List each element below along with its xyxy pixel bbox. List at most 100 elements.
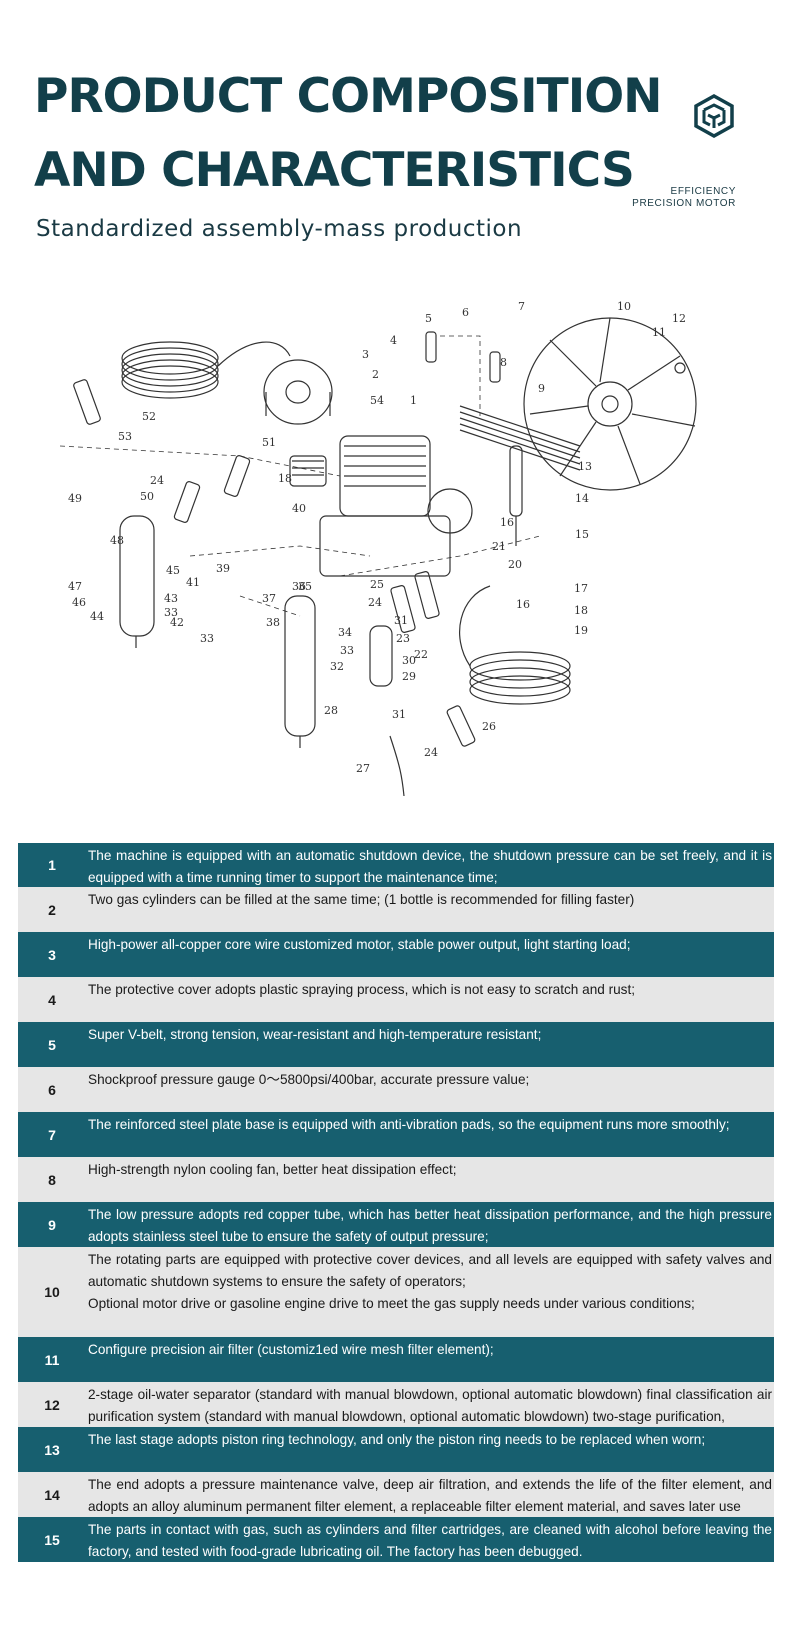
feature-number: 3 xyxy=(48,946,56,963)
svg-text:19: 19 xyxy=(574,624,588,637)
svg-text:33: 33 xyxy=(340,644,354,657)
feature-text: Shockproof pressure gauge 0～5800psi/400b… xyxy=(88,1072,530,1087)
svg-text:8: 8 xyxy=(500,356,507,369)
svg-text:16: 16 xyxy=(500,516,514,529)
feature-number: 7 xyxy=(48,1126,56,1143)
feature-text: High-strength nylon cooling fan, better … xyxy=(88,1162,457,1177)
feature-number: 2 xyxy=(48,901,56,918)
svg-text:54: 54 xyxy=(370,394,384,407)
svg-text:33: 33 xyxy=(200,632,214,645)
feature-text: Super V-belt, strong tension, wear-resis… xyxy=(88,1027,542,1042)
svg-text:18: 18 xyxy=(574,604,588,617)
svg-text:51: 51 xyxy=(262,436,276,449)
feature-row: 7 The reinforced steel plate base is equ… xyxy=(18,1112,774,1157)
feature-text: The last stage adopts piston ring techno… xyxy=(88,1432,706,1447)
page-title: PRODUCT COMPOSITION AND CHARACTERISTICS xyxy=(34,60,662,208)
svg-text:23: 23 xyxy=(396,632,410,645)
svg-text:49: 49 xyxy=(68,492,82,505)
feature-row: 13 The last stage adopts piston ring tec… xyxy=(18,1427,774,1472)
svg-text:12: 12 xyxy=(672,312,686,325)
svg-text:18: 18 xyxy=(278,472,292,485)
svg-text:31: 31 xyxy=(394,614,408,627)
svg-text:6: 6 xyxy=(462,306,469,319)
svg-text:26: 26 xyxy=(482,720,496,733)
valve-brackets xyxy=(73,331,501,797)
feature-number: 13 xyxy=(44,1441,60,1458)
feature-row: 4 The protective cover adopts plastic sp… xyxy=(18,977,774,1022)
brand-line-2: PRECISION MOTOR xyxy=(632,198,736,209)
feature-number: 1 xyxy=(48,857,56,873)
feature-row: 11 Configure precision air filter (custo… xyxy=(18,1337,774,1382)
feature-text: The protective cover adopts plastic spra… xyxy=(88,982,636,997)
svg-text:37: 37 xyxy=(262,592,276,605)
svg-text:27: 27 xyxy=(356,762,370,775)
brand-line-1: EFFICIENCY xyxy=(670,186,736,197)
svg-text:15: 15 xyxy=(575,528,589,541)
svg-text:2: 2 xyxy=(372,368,379,381)
svg-text:13: 13 xyxy=(578,460,592,473)
svg-text:38: 38 xyxy=(266,616,280,629)
svg-text:16: 16 xyxy=(516,598,530,611)
feature-text: Configure precision air filter (customiz… xyxy=(88,1342,494,1357)
feature-row: 3 High-power all-copper core wire custom… xyxy=(18,932,774,977)
feature-row: 5 Super V-belt, strong tension, wear-res… xyxy=(18,1022,774,1067)
svg-text:34: 34 xyxy=(338,626,352,639)
assembly-guide-lines xyxy=(59,335,541,617)
cooler-tubes xyxy=(459,405,581,546)
svg-text:40: 40 xyxy=(292,502,306,515)
pump-block xyxy=(289,435,473,577)
feature-text: The end adopts a pressure maintenance va… xyxy=(88,1477,772,1514)
feature-row: 2 Two gas cylinders can be filled at the… xyxy=(18,887,774,932)
feature-text-para: The rotating parts are equipped with pro… xyxy=(88,1252,772,1289)
svg-text:11: 11 xyxy=(652,326,666,339)
feature-number: 11 xyxy=(44,1351,60,1368)
feature-row: 6 Shockproof pressure gauge 0～5800psi/40… xyxy=(18,1067,774,1112)
features-table: 1 The machine is equipped with an automa… xyxy=(18,843,774,1562)
svg-text:43: 43 xyxy=(164,592,178,605)
feature-row: 9 The low pressure adopts red copper tub… xyxy=(18,1202,774,1247)
svg-text:39: 39 xyxy=(216,562,230,575)
feature-number: 5 xyxy=(48,1036,56,1053)
svg-text:44: 44 xyxy=(90,610,104,623)
svg-text:20: 20 xyxy=(508,558,522,571)
svg-text:10: 10 xyxy=(617,300,631,313)
svg-text:46: 46 xyxy=(72,596,86,609)
svg-text:48: 48 xyxy=(110,534,124,547)
bottom-coil-pipe xyxy=(459,585,571,705)
feature-number: 8 xyxy=(48,1171,56,1188)
svg-text:25: 25 xyxy=(370,578,384,591)
svg-text:36: 36 xyxy=(292,580,306,593)
feature-text: The machine is equipped with an automati… xyxy=(88,848,772,885)
svg-text:47: 47 xyxy=(68,580,82,593)
feature-number: 15 xyxy=(44,1531,60,1548)
feature-text: The reinforced steel plate base is equip… xyxy=(88,1117,730,1132)
svg-text:53: 53 xyxy=(118,430,132,443)
svg-text:41: 41 xyxy=(186,576,200,589)
feature-row: 15 The parts in contact with gas, such a… xyxy=(18,1517,774,1562)
svg-text:24: 24 xyxy=(424,746,438,759)
svg-text:22: 22 xyxy=(414,648,428,661)
title-line-2: AND CHARACTERISTICS xyxy=(34,143,635,198)
feature-number: 6 xyxy=(48,1081,56,1098)
feature-text-para: Optional motor drive or gasoline engine … xyxy=(88,1296,695,1311)
svg-text:3: 3 xyxy=(362,348,369,361)
feature-text: 2-stage oil-water separator (standard wi… xyxy=(88,1387,772,1424)
svg-text:5: 5 xyxy=(425,312,432,325)
feature-text: Two gas cylinders can be filled at the s… xyxy=(88,892,635,907)
feature-row: 1 The machine is equipped with an automa… xyxy=(18,843,774,887)
svg-text:35: 35 xyxy=(298,580,312,593)
svg-text:28: 28 xyxy=(324,704,338,717)
motor-drum xyxy=(263,359,333,425)
feature-number: 9 xyxy=(48,1216,56,1233)
feature-text: The rotating parts are equipped with pro… xyxy=(86,1247,774,1337)
cooling-fan xyxy=(523,317,697,491)
svg-text:32: 32 xyxy=(330,660,344,673)
svg-text:50: 50 xyxy=(140,490,154,503)
svg-text:24: 24 xyxy=(368,596,382,609)
svg-text:52: 52 xyxy=(142,410,156,423)
feature-row: 8 High-strength nylon cooling fan, bette… xyxy=(18,1157,774,1202)
feature-number: 4 xyxy=(48,991,56,1008)
hexagon-logo-icon xyxy=(694,94,734,138)
